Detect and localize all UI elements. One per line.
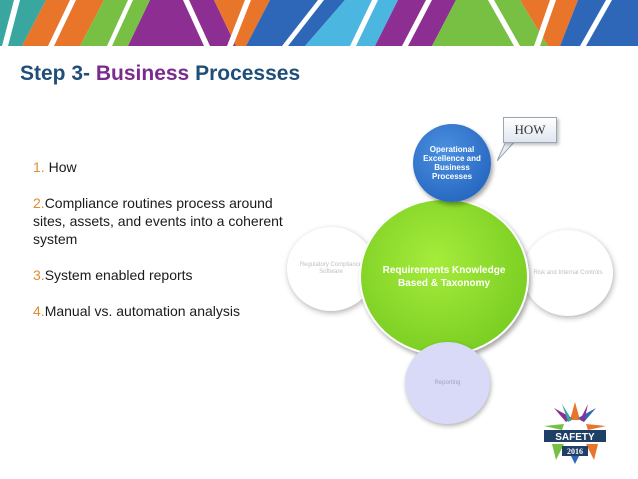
step-number: 2.: [33, 195, 45, 211]
title-accent: Business: [95, 62, 190, 85]
step-text: How: [44, 159, 77, 175]
title-suffix: Processes: [189, 62, 301, 85]
logo-year-box: [562, 446, 588, 456]
reporting-circle: Reporting: [405, 342, 490, 424]
operational-excellence-circle: Operational Excellence and Business Proc…: [413, 124, 491, 202]
safety-2016-logo: SAFETY 2016: [544, 402, 606, 464]
logo-burst: [544, 402, 606, 430]
step-number: 4.: [33, 303, 45, 319]
slide-title: Step 3- Business Processes: [20, 62, 300, 86]
logo-lower-burst: [552, 444, 598, 464]
step-text: System enabled reports: [44, 267, 193, 283]
logo-bar: [544, 430, 606, 442]
step-number: 3.: [33, 267, 45, 283]
regulatory-compliance-label: Regulatory Compliance Software: [299, 262, 363, 275]
requirements-label: Requirements Knowledge Based & Taxonomy: [382, 265, 506, 289]
step-item: 2.Compliance routines process around sit…: [33, 194, 283, 248]
logo-word: SAFETY: [555, 432, 595, 443]
steps-list: 1. How 2.Compliance routines process aro…: [33, 158, 283, 338]
step-item: 4.Manual vs. automation analysis: [33, 302, 283, 320]
operational-excellence-label: Operational Excellence and Business Proc…: [423, 145, 481, 181]
step-text: Manual vs. automation analysis: [44, 303, 241, 319]
requirements-circle: Requirements Knowledge Based & Taxonomy: [359, 198, 529, 356]
callout-pointer: [497, 139, 517, 161]
step-text: Compliance routines process around sites…: [33, 195, 283, 247]
title-prefix: Step 3-: [20, 62, 96, 85]
step-item: 1. How: [33, 158, 283, 176]
how-callout-label: HOW: [514, 122, 546, 137]
banner-decoration: [0, 0, 638, 46]
step-item: 3.System enabled reports: [33, 266, 283, 284]
risk-controls-label: Risk and Internal Controls: [533, 269, 603, 276]
logo-year: 2016: [567, 447, 583, 456]
step-number: 1.: [33, 159, 45, 175]
how-callout: HOW: [503, 117, 557, 143]
risk-controls-circle: Risk and Internal Controls: [523, 230, 613, 316]
reporting-label: Reporting: [434, 379, 461, 386]
